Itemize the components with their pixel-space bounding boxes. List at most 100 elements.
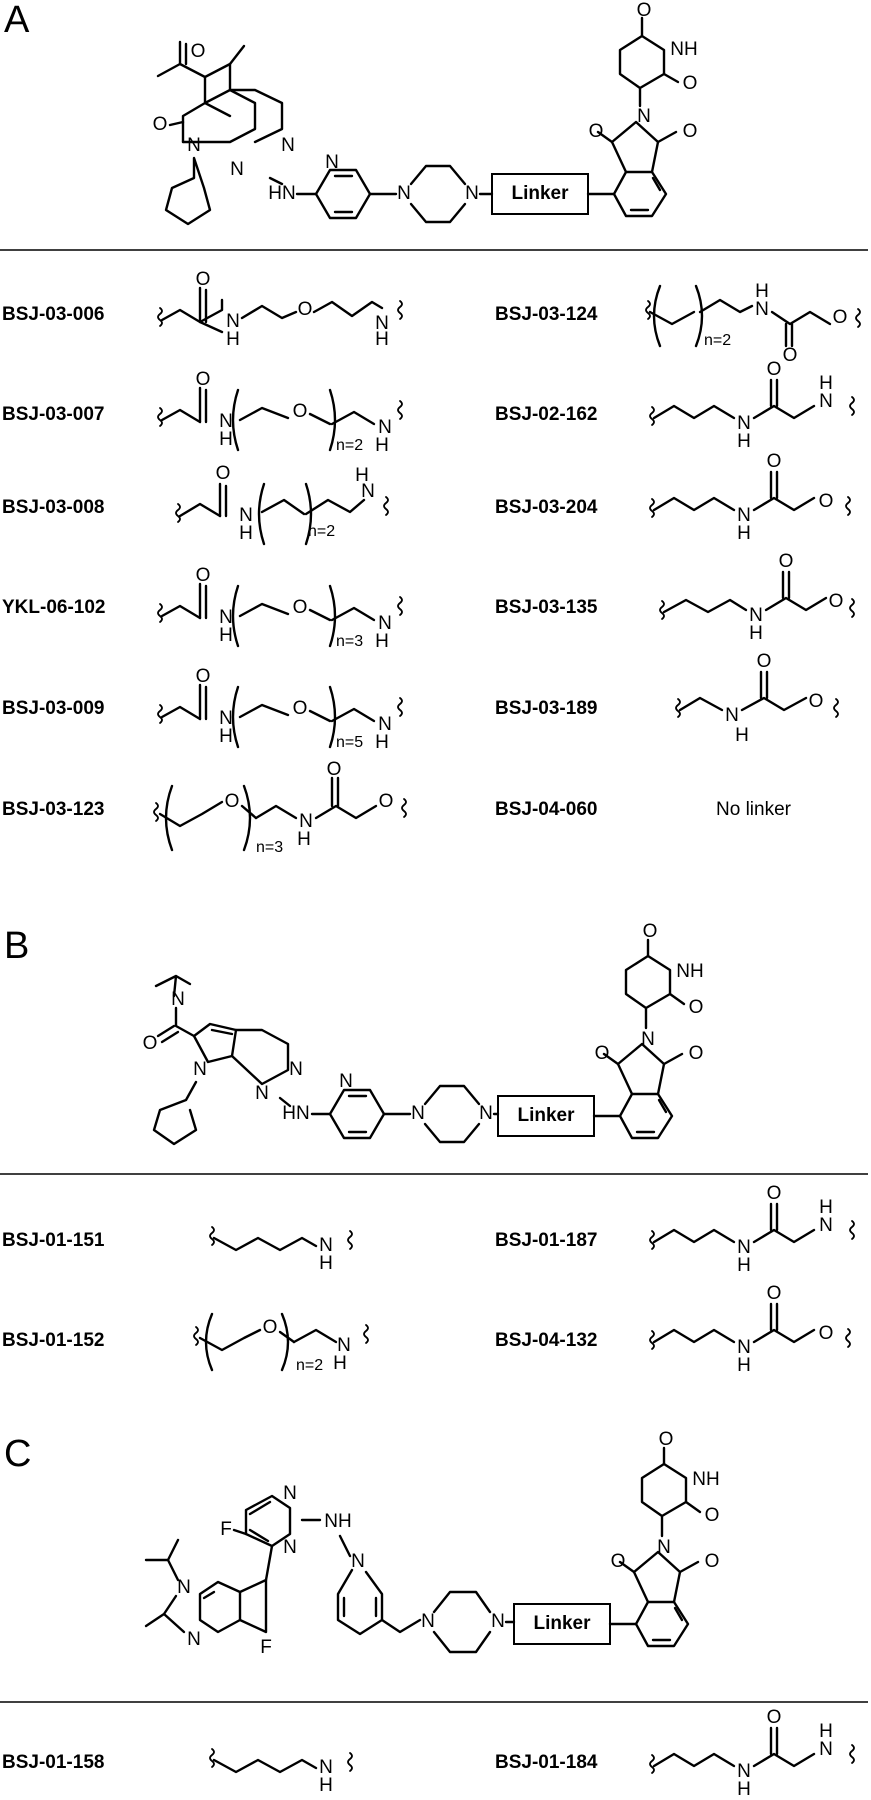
svg-text:O: O: [767, 451, 782, 472]
svg-text:N: N: [239, 505, 253, 526]
panel-label-b: B: [4, 925, 29, 967]
atom-nh-glutarimide: NH: [670, 39, 697, 60]
compound-id: BSJ-01-184: [495, 1752, 598, 1773]
svg-text:H: H: [297, 829, 311, 850]
svg-text:H: H: [737, 1779, 751, 1800]
svg-text:N: N: [755, 299, 769, 320]
compound-id: BSJ-01-158: [2, 1752, 104, 1773]
linker-structure: N H O O: [675, 651, 839, 746]
svg-text:N: N: [283, 1483, 297, 1504]
svg-text:O: O: [216, 463, 231, 484]
linker-structure: N H O O: [659, 551, 855, 644]
svg-text:NH: NH: [324, 1511, 351, 1532]
atom-o-pyridone: O: [153, 114, 168, 135]
svg-text:N: N: [219, 411, 233, 432]
svg-text:H: H: [737, 1255, 751, 1276]
linker-structure: N H O N H: [649, 1707, 855, 1800]
atom-n-pyrimidine-2: N: [230, 159, 244, 180]
svg-text:N: N: [641, 1029, 655, 1050]
svg-text:N: N: [219, 708, 233, 729]
panel-c-thalidomide: O O N O NH O: [608, 1429, 720, 1648]
linker-structure: O N H n=2 N H: [175, 463, 389, 546]
svg-text:H: H: [737, 431, 751, 452]
compound-id: BSJ-03-124: [495, 304, 598, 325]
svg-text:H: H: [735, 725, 749, 746]
compound-id: BSJ-03-007: [2, 404, 104, 425]
svg-text:O: O: [705, 1505, 720, 1526]
svg-text:H: H: [355, 465, 369, 486]
svg-text:n=3: n=3: [336, 633, 363, 650]
linker-structure: N H O O: [649, 1283, 851, 1376]
no-linker-label: No linker: [716, 799, 792, 820]
svg-text:O: O: [659, 1429, 674, 1450]
svg-text:NH: NH: [692, 1469, 719, 1490]
svg-text:N: N: [421, 1611, 435, 1632]
compound-id: BSJ-01-152: [2, 1330, 104, 1351]
svg-text:O: O: [293, 401, 308, 422]
svg-text:O: O: [595, 1043, 610, 1064]
svg-text:H: H: [375, 631, 389, 652]
linker-structure: N H O O: [649, 451, 851, 544]
svg-text:O: O: [767, 1707, 782, 1728]
linker-structure: O N H O n=3 N H: [157, 565, 403, 652]
svg-text:H: H: [375, 732, 389, 753]
svg-text:N: N: [378, 613, 392, 634]
svg-text:N: N: [187, 1629, 201, 1650]
svg-text:N: N: [479, 1103, 493, 1124]
svg-text:O: O: [293, 597, 308, 618]
compound-id: BSJ-02-162: [495, 404, 597, 425]
svg-text:n=2: n=2: [296, 1357, 323, 1374]
panel-a-thalidomide: O O N O NH O: [586, 0, 698, 218]
svg-text:N: N: [319, 1235, 333, 1256]
atom-hn-a: HN: [268, 183, 295, 204]
svg-text:N: N: [749, 605, 763, 626]
svg-text:N: N: [819, 1215, 833, 1236]
linker-structure: n=2 N H O O: [645, 281, 861, 366]
atom-o-imide-2: O: [683, 121, 698, 142]
linker-box-c-label: Linker: [533, 1613, 591, 1634]
svg-text:N: N: [491, 1611, 505, 1632]
atom-o-acetyl: O: [191, 41, 206, 62]
atom-n-pyrimidine-1: N: [281, 135, 295, 156]
svg-text:H: H: [333, 1353, 347, 1374]
svg-text:N: N: [725, 705, 739, 726]
svg-text:N: N: [337, 1335, 351, 1356]
svg-text:O: O: [689, 1043, 704, 1064]
svg-text:H: H: [737, 523, 751, 544]
panel-b-thalidomide: O O N O NH O: [592, 921, 704, 1140]
compound-id: BSJ-03-204: [495, 497, 598, 518]
svg-text:N: N: [375, 313, 389, 334]
svg-text:O: O: [809, 691, 824, 712]
svg-text:O: O: [767, 359, 782, 380]
atom-o-glutarimide-2: O: [683, 73, 698, 94]
svg-text:NH: NH: [676, 961, 703, 982]
svg-text:N: N: [737, 505, 751, 526]
svg-text:H: H: [737, 1355, 751, 1376]
svg-text:H: H: [219, 726, 233, 747]
svg-text:N: N: [219, 607, 233, 628]
linker-structure: O N H O n=2 N H: [157, 369, 403, 456]
compound-id: BSJ-01-187: [495, 1230, 597, 1251]
svg-text:N: N: [411, 1103, 425, 1124]
svg-text:O: O: [767, 1183, 782, 1204]
svg-text:O: O: [767, 1283, 782, 1304]
atom-n-imide: N: [637, 106, 651, 127]
svg-text:H: H: [219, 429, 233, 450]
svg-text:F: F: [260, 1637, 272, 1658]
atom-n-pyridine-a: N: [325, 152, 339, 173]
svg-text:HN: HN: [282, 1103, 309, 1124]
svg-text:N: N: [299, 811, 313, 832]
svg-text:O: O: [819, 491, 834, 512]
svg-text:O: O: [833, 307, 848, 328]
svg-text:O: O: [196, 666, 211, 687]
svg-text:O: O: [779, 551, 794, 572]
linker-structure: O n=3 N H O O: [153, 759, 407, 856]
svg-text:N: N: [351, 1551, 365, 1572]
atom-n-piperazine-2: N: [465, 183, 479, 204]
svg-text:O: O: [705, 1551, 720, 1572]
svg-text:N: N: [657, 1537, 671, 1558]
linker-box-b-label: Linker: [517, 1105, 575, 1126]
linker-structure: O n=2 N H: [193, 1312, 369, 1374]
svg-text:N: N: [255, 1083, 269, 1104]
svg-text:N: N: [737, 413, 751, 434]
